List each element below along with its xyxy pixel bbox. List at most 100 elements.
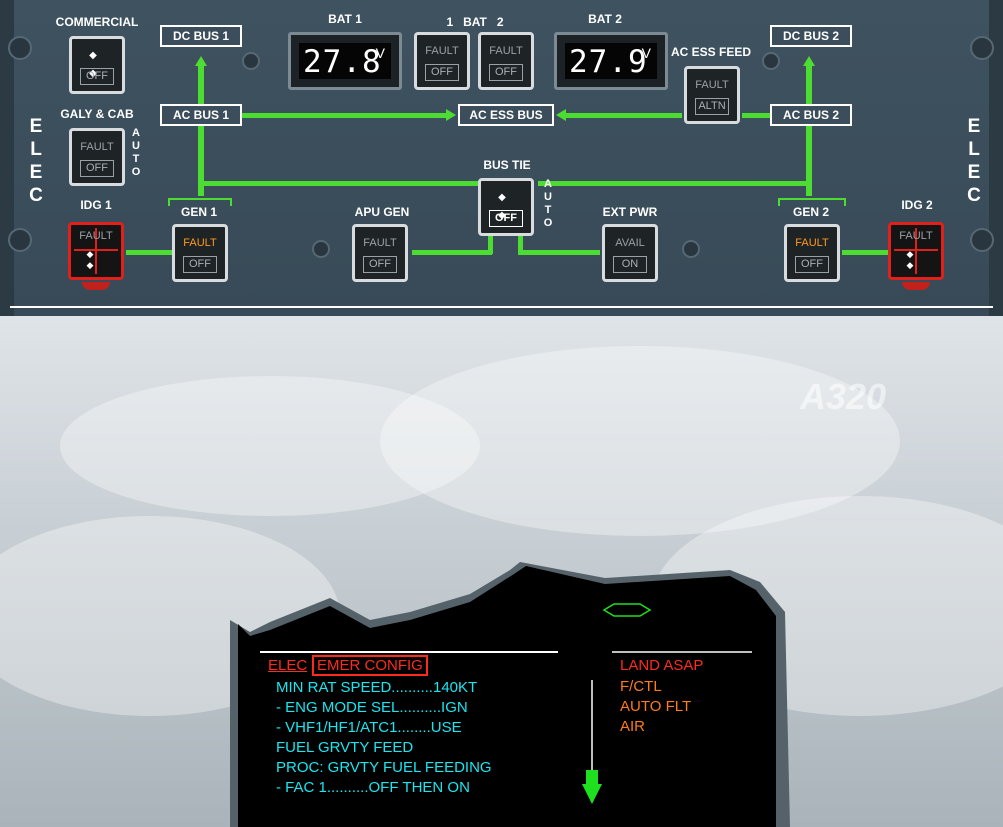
commercial-dots: ◆ ◆ bbox=[89, 50, 105, 79]
idg2-dots: ◆ ◆ bbox=[906, 249, 926, 270]
idg1-fault: FAULT bbox=[79, 230, 113, 242]
ecam-overflow-arrow-shaft bbox=[586, 770, 598, 786]
screw bbox=[8, 228, 32, 252]
bat1-value: 27.8 bbox=[303, 44, 382, 80]
ac-ess-feed-button[interactable]: FAULT ALTN bbox=[684, 66, 740, 124]
ecam-line: FUEL GRVTY FEED bbox=[276, 739, 414, 756]
ecam-aircraft-symbol bbox=[602, 603, 652, 617]
bus-tie-off: OFF bbox=[489, 210, 523, 227]
ecam-line: - FAC 1..........OFF THEN ON bbox=[276, 779, 470, 796]
wire-idg1-gen1 bbox=[126, 250, 172, 255]
gen1-button[interactable]: FAULT OFF bbox=[172, 224, 228, 282]
screw bbox=[682, 240, 700, 258]
wire-apu-tie bbox=[412, 250, 492, 255]
bat-pb-title: 1 BAT 2 bbox=[446, 15, 504, 29]
ecam-display: ELEC EMER CONFIG MIN RAT SPEED..........… bbox=[230, 560, 790, 827]
gen2-button[interactable]: FAULT OFF bbox=[784, 224, 840, 282]
bus-tie-title: BUS TIE bbox=[483, 158, 531, 172]
wire-dc2-gen2 bbox=[806, 66, 812, 196]
arrow-ac-ess-right bbox=[556, 109, 566, 121]
wire-tie-right bbox=[538, 181, 812, 186]
bat2-fault: FAULT bbox=[489, 45, 523, 57]
wire-apu-tie-v bbox=[488, 236, 493, 254]
screw bbox=[762, 52, 780, 70]
bat2-value: 27.9 bbox=[569, 44, 648, 80]
screw bbox=[312, 240, 330, 258]
bat1-fault: FAULT bbox=[425, 45, 459, 57]
ac-ess-feed-title: AC ESS FEED bbox=[670, 45, 751, 59]
ext-pwr-avail: AVAIL bbox=[615, 237, 645, 249]
ecam-status-item: AUTO FLT bbox=[620, 698, 692, 715]
idg2-cross-v bbox=[915, 228, 917, 274]
screw bbox=[970, 228, 994, 252]
cloud bbox=[60, 376, 480, 516]
wire-tie-ext-v bbox=[518, 236, 523, 254]
idg1-cross-v bbox=[95, 228, 97, 274]
wire-tie-ext bbox=[518, 250, 600, 255]
ext-pwr-title: EXT PWR bbox=[602, 205, 658, 219]
ac-bus-1-label: AC BUS 1 bbox=[160, 104, 242, 126]
ecam-glass bbox=[238, 566, 776, 827]
ecam-status-land-asap: LAND ASAP bbox=[620, 657, 704, 674]
cloud bbox=[380, 346, 900, 536]
idg1-title: IDG 1 bbox=[80, 198, 112, 212]
ecam-title-emer-config: EMER CONFIG bbox=[312, 655, 428, 676]
galy-cab-off: OFF bbox=[80, 160, 114, 177]
apu-gen-title: APU GEN bbox=[354, 205, 410, 219]
ac-bus-2-label: AC BUS 2 bbox=[770, 104, 852, 126]
ecam-screen bbox=[230, 562, 790, 827]
gen1-off: OFF bbox=[183, 256, 217, 273]
wire-feed-ac2 bbox=[742, 113, 770, 118]
arrow-dc-bus-2 bbox=[803, 56, 815, 66]
bat1-title: BAT 1 bbox=[328, 12, 362, 26]
ext-pwr-on: ON bbox=[613, 256, 647, 273]
idg1-button[interactable]: FAULT ◆ ◆ bbox=[68, 222, 124, 280]
wire-tie-left bbox=[198, 181, 478, 186]
bat2-title: BAT 2 bbox=[588, 12, 622, 26]
ac-ess-bus-label: AC ESS BUS bbox=[458, 104, 554, 126]
gen1-title: GEN 1 bbox=[180, 205, 217, 219]
bus-tie-button[interactable]: ◆ ◆ OFF bbox=[478, 178, 534, 236]
bus-tie-dots: ◆ ◆ bbox=[498, 192, 514, 221]
screw bbox=[970, 36, 994, 60]
ac-ess-feed-fault: FAULT bbox=[695, 79, 729, 91]
ecam-line: - VHF1/HF1/ATC1........USE bbox=[276, 719, 462, 736]
idg2-button[interactable]: FAULT ◆ ◆ bbox=[888, 222, 944, 280]
bat2-unit: V bbox=[641, 45, 651, 61]
idg1-guard bbox=[82, 282, 110, 290]
apu-gen-button[interactable]: FAULT OFF bbox=[352, 224, 408, 282]
galy-cab-fault: FAULT bbox=[80, 141, 114, 153]
galy-cab-title: GALY & CAB bbox=[60, 107, 134, 121]
galy-cab-button[interactable]: FAULT OFF bbox=[69, 128, 125, 186]
commercial-title: COMMERCIAL bbox=[55, 15, 139, 29]
screw bbox=[242, 52, 260, 70]
gen2-fault: FAULT bbox=[795, 237, 829, 249]
bat2-voltmeter: 27.9 V bbox=[554, 32, 668, 90]
ecam-title-elec: ELEC bbox=[268, 657, 308, 674]
arrow-ac-ess-left bbox=[446, 109, 456, 121]
gen1-fault: FAULT bbox=[183, 237, 217, 249]
ac-ess-feed-altn: ALTN bbox=[695, 98, 729, 115]
bat1-button[interactable]: FAULT OFF bbox=[414, 32, 470, 90]
gen2-bracket bbox=[778, 198, 846, 206]
wire-ac1-acess bbox=[242, 113, 448, 118]
gen2-off: OFF bbox=[795, 256, 829, 273]
dc-bus-2-label: DC BUS 2 bbox=[770, 25, 852, 47]
dc-bus-1-label: DC BUS 1 bbox=[160, 25, 242, 47]
bat1-voltmeter: 27.8 V bbox=[288, 32, 402, 90]
commercial-button[interactable]: ◆ ◆ OFF bbox=[69, 36, 125, 94]
ecam-status-item: F/CTL bbox=[620, 678, 662, 695]
bat2-button[interactable]: FAULT OFF bbox=[478, 32, 534, 90]
arrow-dc-bus-1 bbox=[195, 56, 207, 66]
gen2-title: GEN 2 bbox=[792, 205, 829, 219]
idg2-guard bbox=[902, 282, 930, 290]
bat1-unit: V bbox=[375, 45, 385, 61]
bat2-off: OFF bbox=[489, 64, 523, 81]
bat1-off: OFF bbox=[425, 64, 459, 81]
ecam-line: MIN RAT SPEED..........140KT bbox=[276, 679, 478, 696]
ext-pwr-button[interactable]: AVAIL ON bbox=[602, 224, 658, 282]
